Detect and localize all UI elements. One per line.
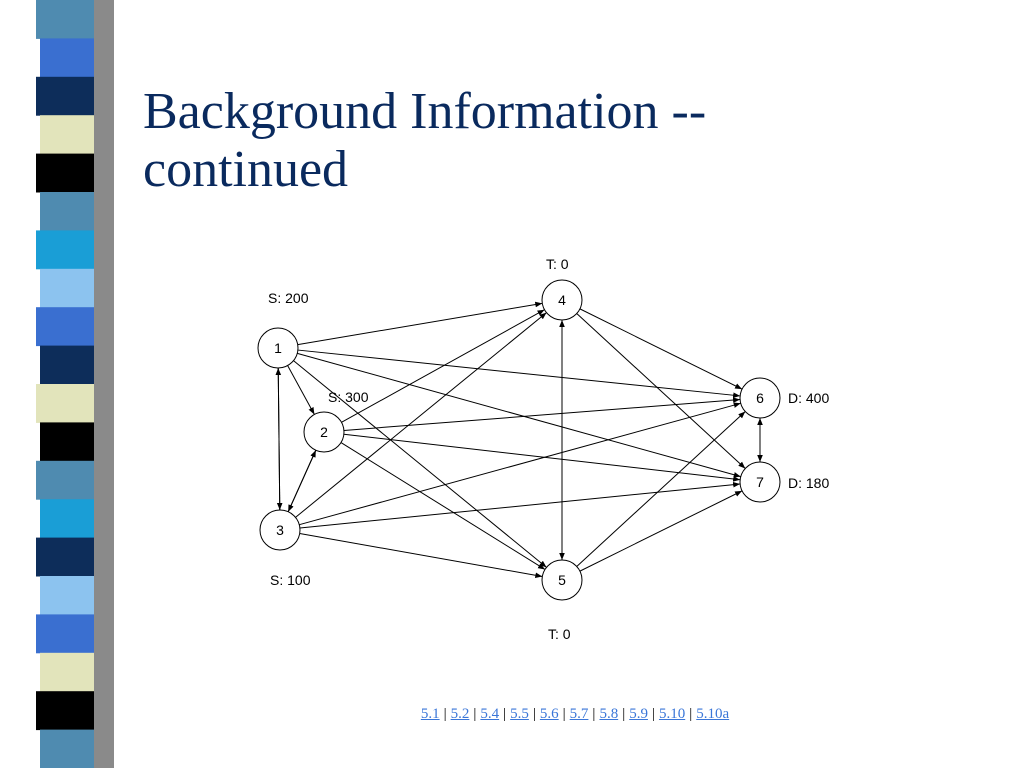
node-layer: 1 S: 200 2 S: 300 3 S: 100 4 T: 0 5 T: 0 6 D: 400 7 D…: [257, 256, 829, 642]
stripe-segment: [40, 576, 94, 615]
node-4: [541, 279, 583, 321]
node-2-label: S: 300: [328, 389, 369, 405]
node-6: [739, 377, 781, 419]
nav-separator: |: [622, 706, 626, 722]
stripe-segment: [36, 384, 94, 423]
node-4-id: 4: [558, 292, 566, 308]
nav-separator: |: [503, 706, 507, 722]
node-2-id: 2: [320, 424, 328, 440]
nav-link-5-4[interactable]: 5.4: [480, 706, 500, 722]
node-5-label: T: 0: [548, 626, 571, 642]
nav-link-5-7[interactable]: 5.7: [569, 706, 589, 722]
nav-separator: |: [689, 706, 693, 722]
nav-link-5-9[interactable]: 5.9: [629, 706, 648, 722]
stripe-segment: [36, 537, 94, 577]
nav-link-5-2[interactable]: 5.2: [450, 706, 470, 722]
slide-title: Background Information -- continued: [143, 83, 1003, 199]
stripe-segment: [36, 460, 94, 500]
node-1-id: 1: [274, 340, 282, 356]
node-7-id: 7: [756, 474, 764, 490]
edge-1-5: [293, 360, 547, 568]
edge-2-6: [343, 397, 741, 431]
edge-1-6: [297, 349, 741, 398]
edge-3-1: [275, 367, 282, 511]
stripe-segment: [40, 115, 94, 155]
stripe-segment: [36, 614, 94, 654]
edge-3-2: [287, 450, 317, 512]
nav-link-5-10[interactable]: 5.10: [658, 706, 686, 722]
title-line-2: continued: [143, 140, 349, 198]
edge-4-7: [576, 313, 746, 469]
nav-link-5-10a[interactable]: 5.10a: [696, 706, 730, 722]
node-6-label: D: 400: [788, 390, 829, 406]
stripe-segment: [40, 268, 94, 308]
nav-separator: |: [562, 706, 566, 722]
nav-separator: |: [532, 706, 536, 722]
stripe-segment: [36, 691, 94, 731]
network-flow-diagram: 1 S: 200 2 S: 300 3 S: 100 4 T: 0 5 T: 0 6 D: 400 7 D…: [257, 256, 829, 642]
edge-1-7: [297, 352, 741, 478]
stripe-segment: [36, 307, 94, 347]
stripe-segment: [36, 76, 94, 116]
edge-3-7: [299, 481, 741, 529]
nav-link-5-5[interactable]: 5.5: [510, 706, 529, 722]
stripe-segment: [36, 0, 94, 39]
nav-separator: |: [592, 706, 596, 722]
node-3-id: 3: [276, 522, 284, 538]
edge-4-6: [579, 308, 743, 390]
node-4-label: T: 0: [546, 256, 569, 272]
stripe-segment: [40, 38, 94, 78]
decorative-stripe-bar: [36, 0, 114, 768]
node-3-label: S: 100: [270, 572, 311, 588]
edge-2-5: [340, 442, 546, 570]
edge-2-4: [341, 309, 545, 423]
edge-1-2: [287, 365, 315, 415]
node-5: [541, 559, 583, 601]
node-2: [303, 411, 345, 453]
edge-5-6: [576, 411, 746, 567]
node-7-label: D: 180: [788, 475, 829, 491]
stripe-segment: [40, 192, 94, 231]
node-3: [259, 509, 301, 551]
stripe-segment: [36, 153, 94, 193]
stripe-segment: [40, 652, 94, 692]
edge-3-4: [295, 312, 547, 518]
nav-separator: |: [651, 706, 655, 722]
edge-5-7: [579, 490, 743, 572]
edge-layer: [275, 301, 763, 579]
nav-link-5-6[interactable]: 5.6: [539, 706, 559, 722]
node-1: [257, 327, 299, 369]
slide-navigation-links: 5.1|5.2|5.4|5.5|5.6|5.7|5.8|5.9|5.10|5.1…: [0, 706, 1024, 723]
nav-separator: |: [473, 706, 477, 722]
stripe-segment: [40, 422, 94, 462]
stripe-shadow: [92, 0, 114, 768]
edge-1-4: [297, 301, 543, 346]
stripe-segment: [36, 230, 94, 270]
node-7: [739, 461, 781, 503]
node-6-id: 6: [756, 390, 764, 406]
edge-2-7: [343, 433, 741, 482]
nav-separator: |: [443, 706, 447, 722]
node-5-id: 5: [558, 572, 566, 588]
stripe-segment: [40, 729, 94, 768]
edge-3-5: [299, 532, 543, 579]
stripe-segment: [40, 499, 94, 539]
nav-link-5-8[interactable]: 5.8: [599, 706, 619, 722]
title-line-1: Background Information --: [143, 82, 707, 140]
nav-link-5-1[interactable]: 5.1: [420, 706, 440, 722]
stripe-segment: [40, 345, 94, 385]
node-1-label: S: 200: [268, 290, 309, 306]
edge-3-6: [299, 402, 741, 526]
